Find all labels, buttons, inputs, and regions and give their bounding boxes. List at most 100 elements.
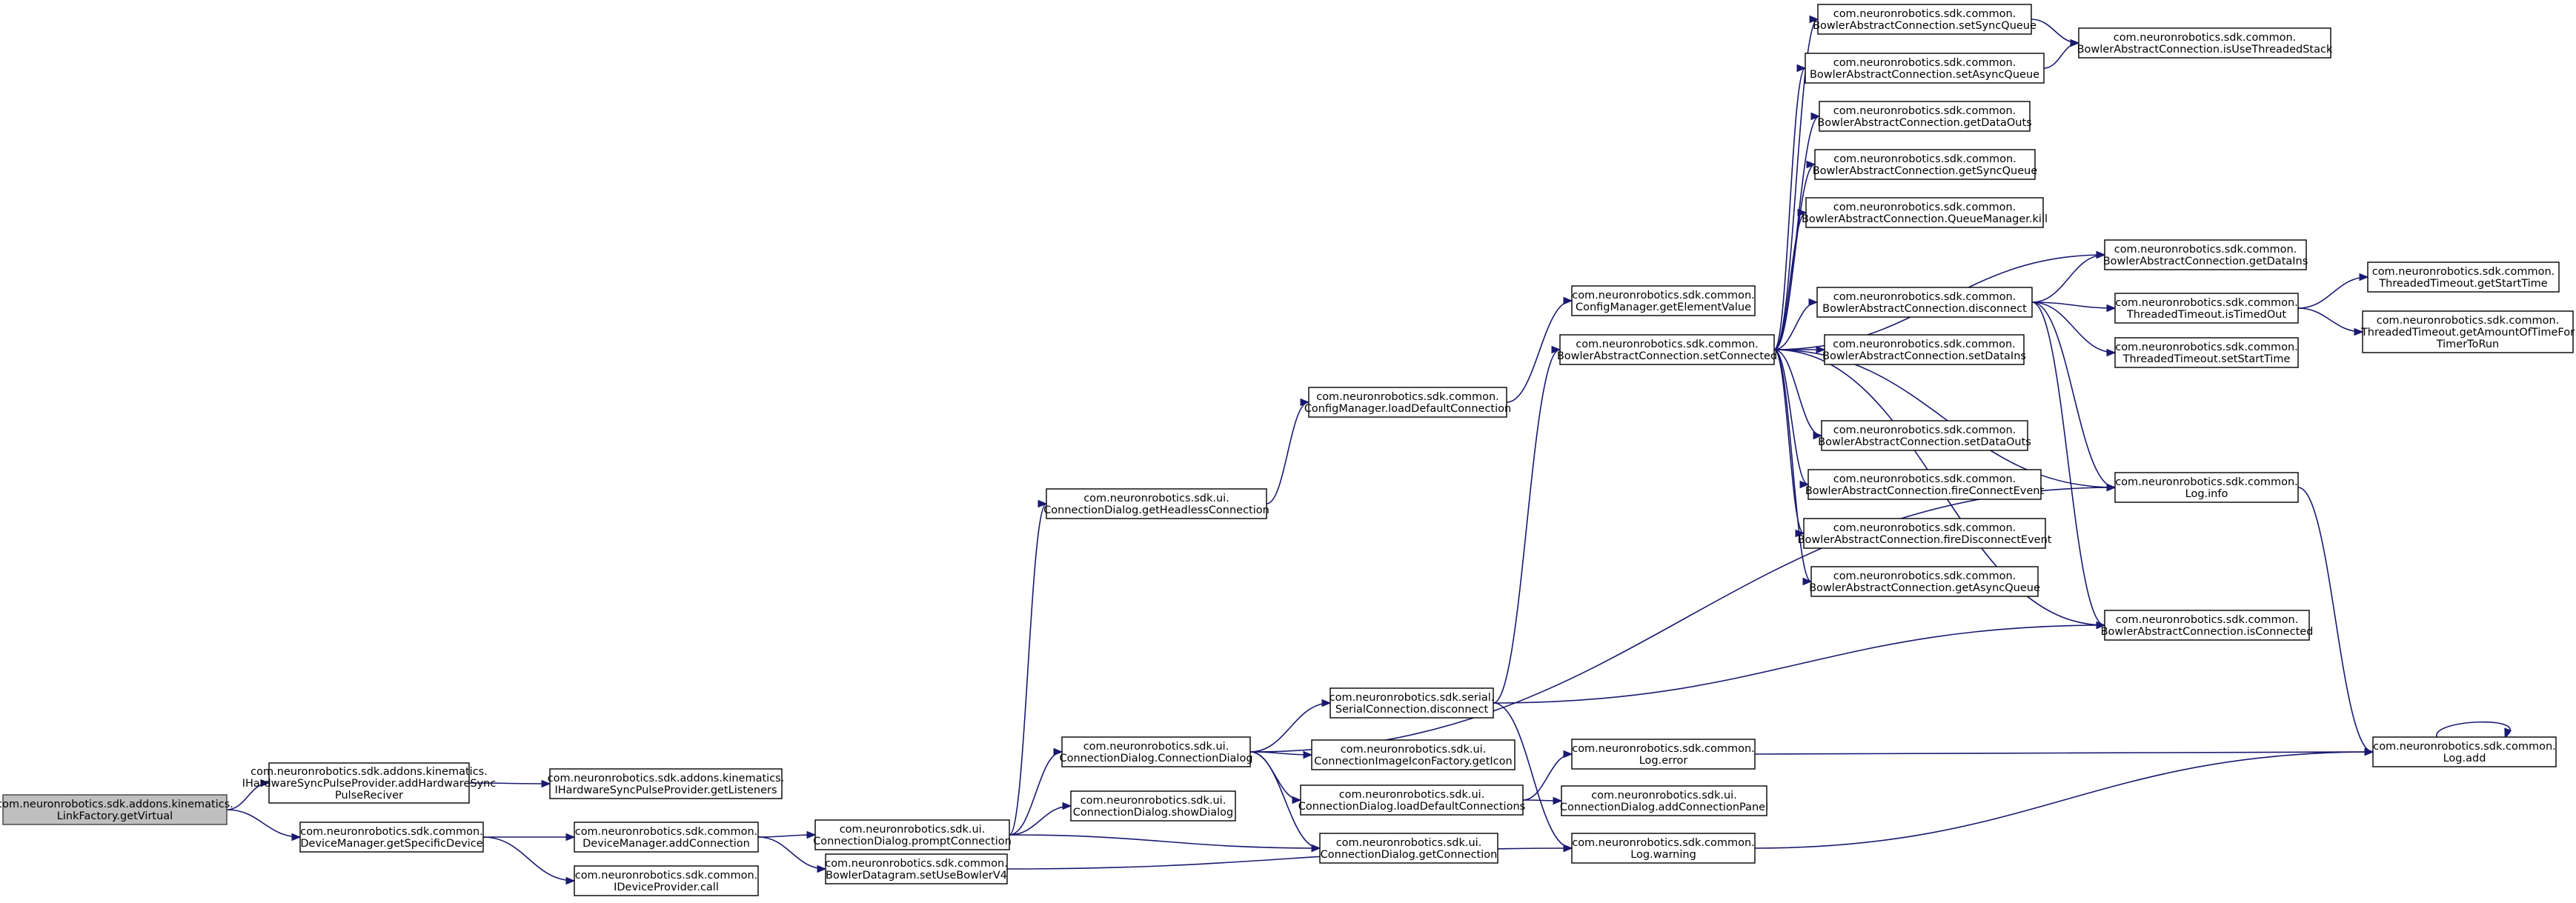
node-n37[interactable]: com.neuronrobotics.sdk.common.BowlerAbst…	[2101, 610, 2314, 641]
node-label: com.neuronrobotics.sdk.common.	[2116, 614, 2299, 626]
node-n3[interactable]: com.neuronrobotics.sdk.common.DeviceMana…	[299, 822, 484, 853]
edge-arrowhead	[565, 833, 576, 842]
node-n16[interactable]: com.neuronrobotics.sdk.common.ConfigMana…	[1571, 285, 1756, 316]
node-n8[interactable]: com.neuronrobotics.sdk.ui.ConnectionDial…	[1043, 488, 1269, 519]
edge-n17-n28	[1773, 349, 1823, 440]
edge-n17-n30	[1773, 349, 1805, 538]
node-box	[1816, 287, 2033, 318]
node-n24[interactable]: com.neuronrobotics.sdk.common.BowlerAbst…	[1813, 149, 2038, 180]
node-box	[549, 768, 783, 799]
node-n15[interactable]: com.neuronrobotics.sdk.ui.ConnectionDial…	[1298, 784, 1525, 816]
node-n31[interactable]: com.neuronrobotics.sdk.common.BowlerAbst…	[1809, 566, 2040, 597]
edge-line	[757, 836, 826, 870]
node-n39[interactable]: com.neuronrobotics.sdk.common.ThreadedTi…	[2360, 310, 2575, 353]
node-label: com.neuronrobotics.sdk.serial.	[1330, 692, 1495, 704]
node-box	[825, 853, 1008, 884]
edges-layer	[226, 15, 2512, 885]
node-label: BowlerAbstractConnection.getDataOuts	[1817, 117, 2031, 129]
node-n20[interactable]: com.neuronrobotics.sdk.common.Log.warnin…	[1571, 833, 1756, 864]
node-label: BowlerAbstractConnection.fireDisconnectE…	[1798, 534, 2052, 546]
node-box	[1817, 4, 2032, 35]
node-n11[interactable]: com.neuronrobotics.sdk.ui.ConnectionDial…	[1319, 833, 1498, 864]
node-box	[1308, 387, 1507, 418]
node-label: TimerToRun	[2436, 339, 2500, 350]
node-label: com.neuronrobotics.sdk.common.	[1833, 8, 2016, 20]
edge-n6-n9	[1009, 747, 1063, 836]
edge-n8-n12	[1266, 398, 1310, 504]
edge-n12-n16	[1506, 296, 1573, 403]
node-label: com.neuronrobotics.sdk.common.	[1572, 837, 1755, 849]
node-n35[interactable]: com.neuronrobotics.sdk.common.ThreadedTi…	[2114, 337, 2299, 368]
edge-n17-n21	[1773, 15, 1819, 350]
node-n19[interactable]: com.neuronrobotics.sdk.ui.ConnectionDial…	[1560, 785, 1768, 816]
node-box	[2114, 472, 2299, 503]
node-label: Log.add	[2443, 753, 2486, 764]
node-n18[interactable]: com.neuronrobotics.sdk.common.Log.error	[1571, 739, 1756, 770]
node-label: ThreadedTimeout.setStartTime	[2122, 353, 2291, 365]
node-box	[1061, 736, 1251, 767]
node-n14[interactable]: com.neuronrobotics.sdk.ui.ConnectionImag…	[1311, 739, 1516, 770]
node-label: BowlerAbstractConnection.getSyncQueue	[1813, 165, 2038, 177]
node-n40[interactable]: com.neuronrobotics.sdk.common.Log.add	[2372, 736, 2557, 767]
node-n33[interactable]: com.neuronrobotics.sdk.common.BowlerAbst…	[2103, 239, 2308, 270]
node-label: BowlerAbstractConnection.setAsyncQueue	[1810, 69, 2039, 81]
edge-arrowhead	[1553, 796, 1563, 805]
node-n1[interactable]: com.neuronrobotics.sdk.addons.kinematics…	[242, 762, 497, 804]
edge-arrowhead	[1303, 750, 1313, 759]
node-n12[interactable]: com.neuronrobotics.sdk.common.ConfigMana…	[1304, 387, 1511, 418]
edge-arrowhead	[291, 833, 302, 842]
node-n17[interactable]: com.neuronrobotics.sdk.common.BowlerAbst…	[1557, 334, 1777, 365]
node-label: BowlerAbstractConnection.getAsyncQueue	[1809, 582, 2040, 594]
node-n5[interactable]: com.neuronrobotics.sdk.common.IDevicePro…	[574, 865, 759, 896]
node-n23[interactable]: com.neuronrobotics.sdk.common.BowlerAbst…	[1817, 101, 2032, 132]
node-box	[2104, 239, 2307, 270]
node-n25[interactable]: com.neuronrobotics.sdk.common.BowlerAbst…	[1802, 197, 2048, 228]
node-n9[interactable]: com.neuronrobotics.sdk.ui.ConnectionDial…	[1059, 736, 1253, 767]
node-n7[interactable]: com.neuronrobotics.sdk.common.BowlerData…	[825, 853, 1008, 884]
edge-line	[1249, 751, 1321, 849]
node-label: IHardwareSyncPulseProvider.getListeners	[554, 784, 777, 796]
node-n26[interactable]: com.neuronrobotics.sdk.common.BowlerAbst…	[1816, 287, 2033, 318]
edge-n34-n38	[2297, 273, 2369, 309]
node-n22[interactable]: com.neuronrobotics.sdk.common.BowlerAbst…	[1805, 53, 2045, 84]
node-box	[1300, 784, 1524, 816]
node-n21[interactable]: com.neuronrobotics.sdk.common.BowlerAbst…	[1813, 4, 2036, 35]
node-n30[interactable]: com.neuronrobotics.sdk.common.BowlerAbst…	[1798, 518, 2052, 549]
edge-n40-n40	[2436, 721, 2512, 739]
node-label: BowlerAbstractConnection.isUseThreadedSt…	[2077, 44, 2333, 56]
node-box	[1559, 334, 1775, 365]
edge-n26-n33	[2031, 250, 2106, 303]
edge-n1-n2	[468, 779, 551, 788]
node-n27[interactable]: com.neuronrobotics.sdk.common.BowlerAbst…	[1822, 334, 2026, 365]
node-box	[1810, 566, 2039, 597]
node-n2[interactable]: com.neuronrobotics.sdk.addons.kinematics…	[548, 768, 785, 799]
edge-line	[1773, 67, 1806, 350]
node-n34[interactable]: com.neuronrobotics.sdk.common.ThreadedTi…	[2114, 293, 2299, 324]
node-n32[interactable]: com.neuronrobotics.sdk.common.BowlerAbst…	[2077, 27, 2333, 59]
node-label: ConnectionDialog.ConnectionDialog	[1059, 753, 1252, 764]
node-box	[268, 762, 470, 804]
node-n0[interactable]: com.neuronrobotics.sdk.addons.kinematics…	[0, 794, 233, 825]
node-n10[interactable]: com.neuronrobotics.sdk.ui.ConnectionDial…	[1070, 790, 1236, 822]
edge-line	[1249, 751, 1301, 801]
edge-arrowhead	[1806, 160, 1816, 169]
node-box	[574, 865, 759, 896]
node-n29[interactable]: com.neuronrobotics.sdk.common.BowlerAbst…	[1805, 469, 2045, 500]
node-n4[interactable]: com.neuronrobotics.sdk.common.DeviceMana…	[574, 822, 759, 853]
edge-line	[2297, 487, 2374, 753]
node-n28[interactable]: com.neuronrobotics.sdk.common.BowlerAbst…	[1818, 420, 2031, 451]
node-label: com.neuronrobotics.sdk.common.	[2114, 32, 2297, 44]
edge-line	[1754, 751, 2374, 755]
edge-line	[2297, 307, 2363, 333]
node-n6[interactable]: com.neuronrobotics.sdk.ui.ConnectionDial…	[813, 819, 1012, 850]
node-label: BowlerAbstractConnection.setConnected	[1557, 350, 1777, 362]
node-n13[interactable]: com.neuronrobotics.sdk.serial.SerialConn…	[1330, 687, 1495, 719]
edge-arrowhead	[1551, 345, 1561, 354]
node-n36[interactable]: com.neuronrobotics.sdk.common.Log.info	[2114, 472, 2299, 503]
edge-line	[226, 809, 301, 838]
node-box	[1814, 149, 2036, 180]
edge-line	[2031, 301, 2105, 626]
edge-n17-n25	[1773, 208, 1807, 350]
node-n38[interactable]: com.neuronrobotics.sdk.common.ThreadedTi…	[2367, 261, 2560, 293]
